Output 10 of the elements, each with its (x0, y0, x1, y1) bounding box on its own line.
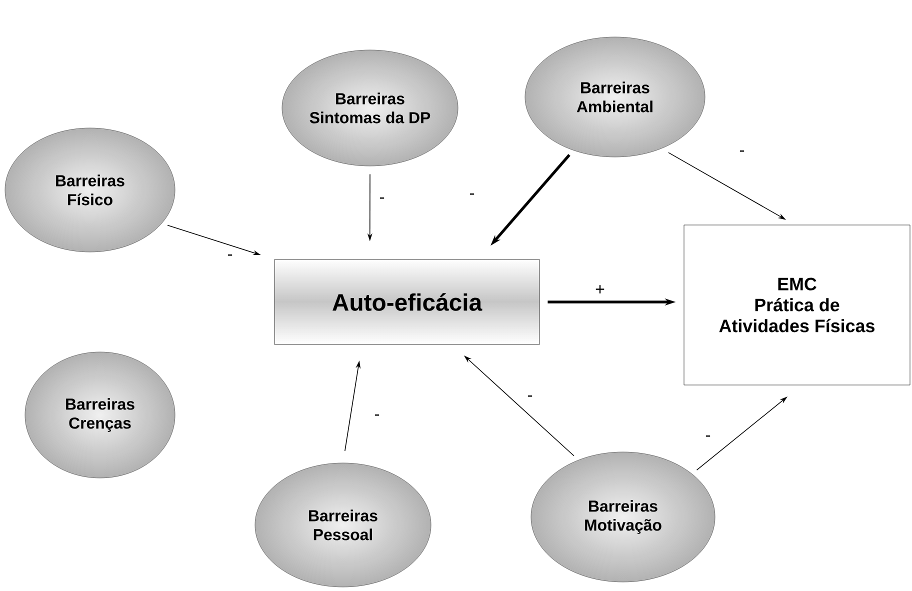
outcome-box: EMC Prática de Atividades Físicas (684, 224, 910, 386)
edge-label: - (704, 434, 712, 442)
concept-box: Auto-eficácia (274, 259, 540, 345)
edge-label: - (378, 196, 386, 204)
edge-label: + (594, 284, 606, 296)
edge-label: - (468, 192, 476, 200)
edge-label: - (738, 149, 746, 157)
edge-label: - (526, 394, 534, 402)
edge-label: - (226, 253, 234, 261)
edge-label: - (373, 413, 381, 421)
